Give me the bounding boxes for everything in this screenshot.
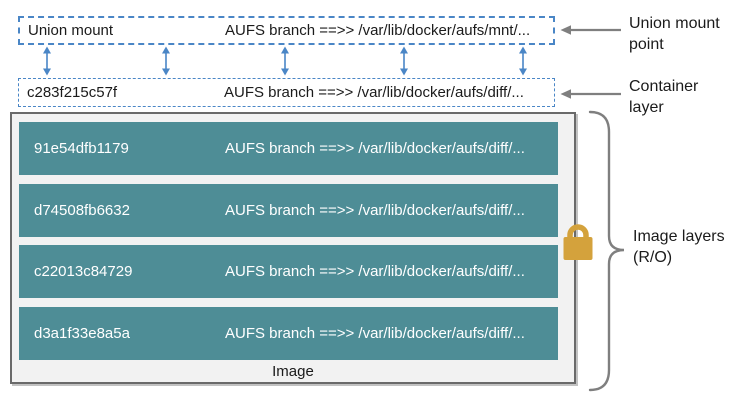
double-arrow-icon — [162, 46, 170, 76]
image-layers-label: Image layers (R/O) — [633, 228, 725, 266]
union-mount-box: Union mount AUFS branch ==>> /var/lib/do… — [18, 16, 555, 45]
container-layer-id: c283f215c57f — [27, 84, 118, 101]
layer-aufs-path: AUFS branch ==>> /var/lib/docker/aufs/di… — [225, 202, 525, 219]
layer-id: d74508fb6632 — [34, 202, 130, 219]
image-box-caption: Image — [272, 363, 314, 380]
double-arrow-icon — [43, 46, 51, 76]
image-layer-row: d3a1f33e8a5a AUFS branch ==>> /var/lib/d… — [19, 307, 558, 360]
double-arrow-icon — [519, 46, 527, 76]
curly-brace — [588, 110, 625, 392]
layer-id: 91e54dfb1179 — [34, 140, 129, 157]
union-mount-label: Union mount — [28, 22, 114, 39]
image-layer-row: d74508fb6632 AUFS branch ==>> /var/lib/d… — [19, 184, 558, 237]
image-layer-row: 91e54dfb1179 AUFS branch ==>> /var/lib/d… — [19, 122, 558, 175]
container-layer-box: c283f215c57f AUFS branch ==>> /var/lib/d… — [18, 78, 555, 107]
left-arrow-icon — [560, 25, 621, 35]
layer-id: c22013c84729 — [34, 263, 133, 280]
layer-aufs-path: AUFS branch ==>> /var/lib/docker/aufs/di… — [225, 263, 525, 280]
lock-icon — [563, 224, 593, 260]
image-box: 91e54dfb1179 AUFS branch ==>> /var/lib/d… — [10, 112, 576, 384]
layer-aufs-path: AUFS branch ==>> /var/lib/docker/aufs/di… — [225, 140, 525, 157]
container-layer-label: Container layer — [629, 78, 699, 116]
layer-id: d3a1f33e8a5a — [34, 325, 130, 342]
left-arrow-icon — [560, 89, 621, 99]
container-layer-aufs-path: AUFS branch ==>> /var/lib/docker/aufs/di… — [224, 84, 524, 101]
image-layer-row: c22013c84729 AUFS branch ==>> /var/lib/d… — [19, 245, 558, 298]
union-mount-point-label: Union mount point — [629, 15, 720, 53]
double-arrow-icon — [281, 46, 289, 76]
union-mount-aufs-path: AUFS branch ==>> /var/lib/docker/aufs/mn… — [225, 22, 531, 39]
double-arrow-icon — [400, 46, 408, 76]
layer-aufs-path: AUFS branch ==>> /var/lib/docker/aufs/di… — [225, 325, 525, 342]
